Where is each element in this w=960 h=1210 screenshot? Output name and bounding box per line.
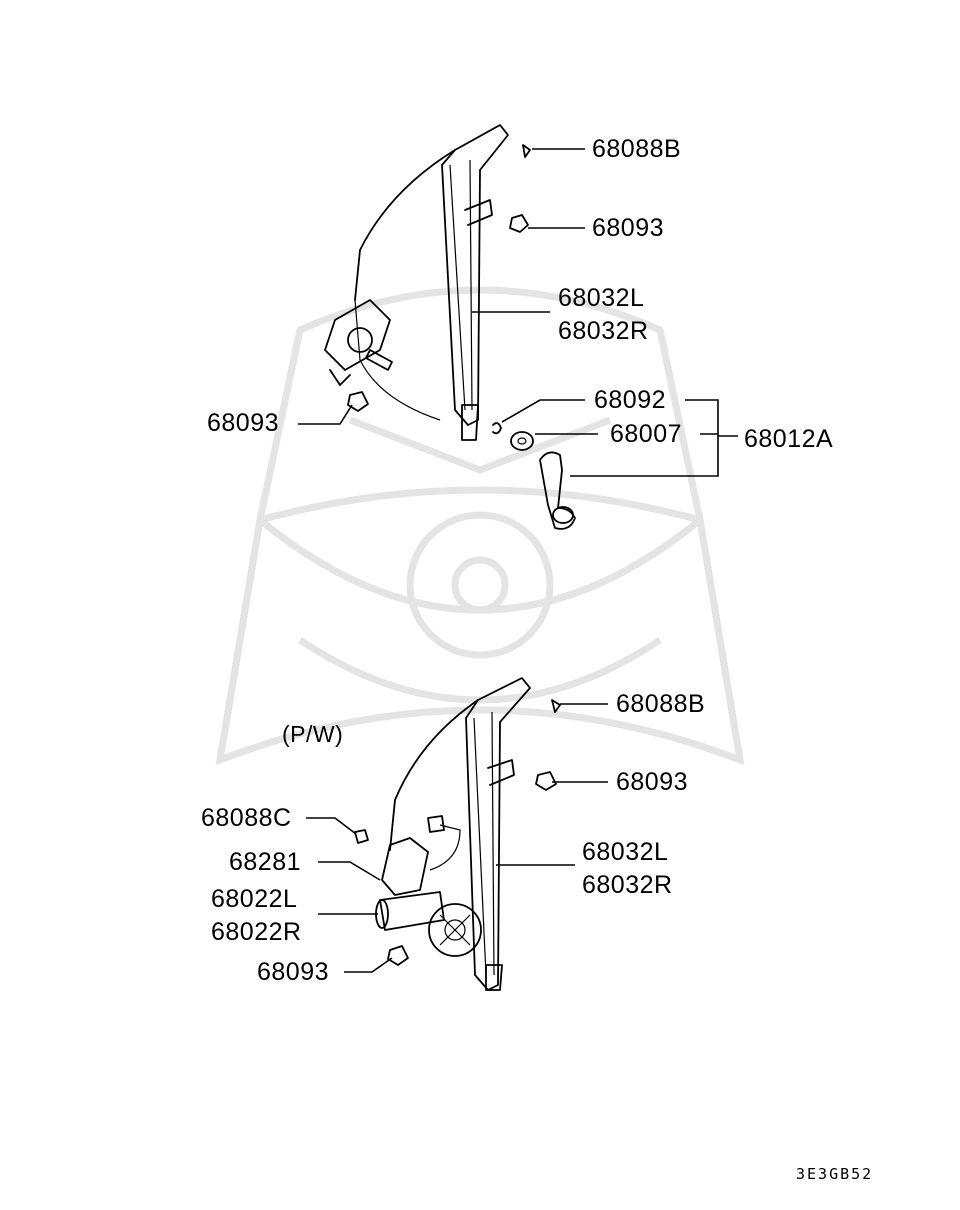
- label-68007: 68007: [610, 420, 683, 448]
- leader-68093-bottom-left: [344, 957, 393, 973]
- label-68022r: 68022R: [211, 918, 302, 946]
- label-power-window: (P/W): [282, 721, 344, 747]
- label-68088b-bottom: 68088B: [616, 690, 706, 718]
- label-68022l: 68022L: [211, 885, 298, 913]
- label-68032l-top: 68032L: [558, 284, 645, 312]
- label-68093-bottom-left: 68093: [257, 958, 330, 986]
- label-68093-bottom-right: 68093: [616, 768, 689, 796]
- leader-68093-left: [298, 404, 353, 425]
- leader-68012a-bracket: [570, 399, 738, 477]
- label-68093-top: 68093: [592, 214, 665, 242]
- leader-68092: [501, 399, 585, 423]
- leader-68088c: [306, 817, 357, 835]
- label-68012a: 68012A: [744, 425, 834, 453]
- label-68093-left: 68093: [207, 409, 280, 437]
- label-68088b-top: 68088B: [592, 135, 682, 163]
- label-68032r-top: 68032R: [558, 317, 649, 345]
- label-68092: 68092: [594, 386, 667, 414]
- figure-code: 3E3GB52: [796, 1165, 874, 1183]
- label-68032r-bottom: 68032R: [582, 871, 673, 899]
- leader-68281: [318, 861, 381, 881]
- label-68281: 68281: [229, 848, 302, 876]
- power-regulator: [354, 677, 561, 991]
- label-68032l-bottom: 68032L: [582, 838, 669, 866]
- label-68088c: 68088C: [201, 804, 292, 832]
- manual-regulator: [324, 124, 576, 530]
